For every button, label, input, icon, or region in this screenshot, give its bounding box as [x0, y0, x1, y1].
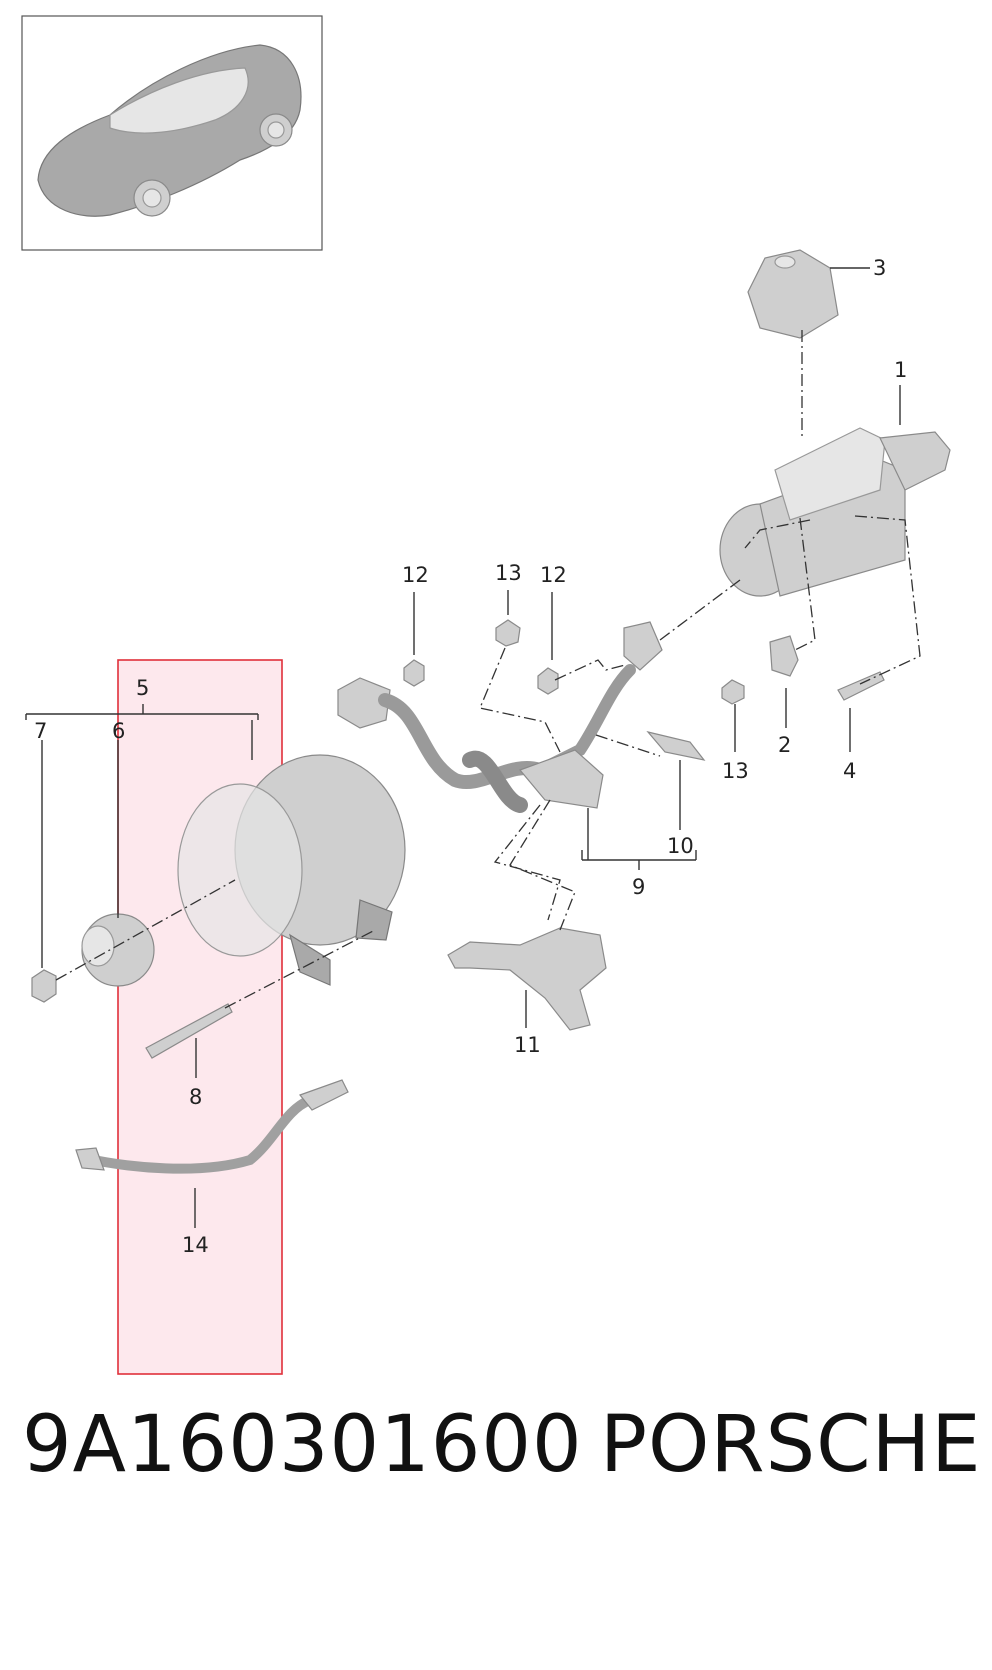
callout-8: 8 — [189, 1085, 202, 1109]
callout-14: 14 — [182, 1233, 209, 1257]
callout-5: 5 — [136, 676, 149, 700]
part-alternator — [177, 754, 406, 986]
footer: 9A160301600 PORSCHE — [22, 1400, 981, 1500]
callout-1: 1 — [894, 358, 907, 382]
callout-12-left: 12 — [402, 563, 429, 587]
part-3-cap — [747, 249, 839, 339]
part-9-cable — [337, 621, 706, 813]
callout-9: 9 — [632, 875, 645, 899]
part-11-bracket — [447, 927, 607, 1031]
callout-2: 2 — [778, 733, 791, 757]
assembly-lines — [55, 330, 921, 1009]
callout-12-right: 12 — [540, 563, 567, 587]
callout-3: 3 — [873, 256, 886, 280]
part-13-nut-right — [721, 679, 745, 705]
parts-diagram: 1 2 3 4 5 6 7 8 9 10 11 12 12 13 13 14 — [21, 15, 951, 1375]
part-14-cable — [75, 1079, 349, 1174]
brand-name: PORSCHE — [600, 1400, 982, 1490]
callout-11: 11 — [514, 1033, 541, 1057]
callout-6: 6 — [112, 719, 125, 743]
highlight-box — [117, 659, 283, 1375]
part-8-bolt — [145, 1003, 233, 1059]
callout-13-right: 13 — [722, 759, 749, 783]
part-12-nut-right — [537, 667, 559, 695]
callout-4: 4 — [843, 759, 856, 783]
part-13-nut-left — [495, 619, 521, 647]
callout-10: 10 — [667, 834, 694, 858]
part-7-nut — [31, 969, 57, 1003]
vehicle-thumbnail — [21, 15, 323, 251]
part-1-starter — [719, 427, 951, 597]
part-number: 9A160301600 — [22, 1400, 583, 1490]
part-12-nut-left — [403, 659, 425, 687]
part-4-bolt — [837, 671, 885, 701]
leader-lines — [25, 267, 901, 1228]
callout-numbers: 1 2 3 4 5 6 7 8 9 10 11 12 12 13 13 14 — [34, 256, 907, 1257]
part-pulley — [81, 913, 155, 987]
callout-13-left: 13 — [495, 561, 522, 585]
callout-7: 7 — [34, 719, 47, 743]
part-2-bracket — [769, 635, 799, 677]
